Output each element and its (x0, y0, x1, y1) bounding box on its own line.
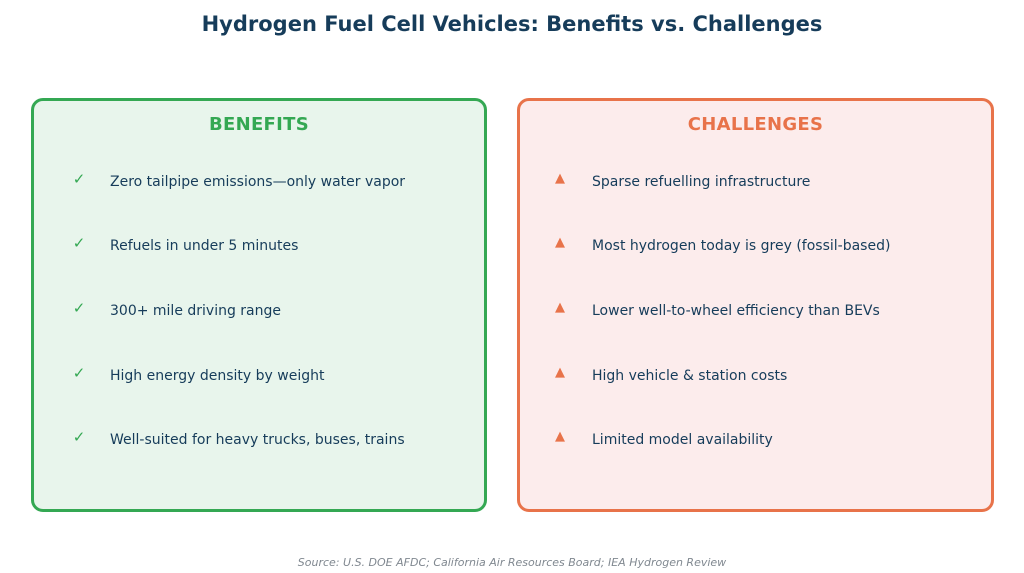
challenge-item: ▲ Sparse refuelling infrastructure (520, 169, 991, 193)
warning-triangle-icon: ▲ (555, 429, 565, 444)
benefit-label: Refuels in under 5 minutes (110, 238, 299, 254)
check-icon: ✓ (72, 234, 86, 252)
check-icon: ✓ (72, 299, 86, 317)
challenge-label: Sparse refuelling infrastructure (592, 174, 811, 190)
page-title: Hydrogen Fuel Cell Vehicles: Benefits vs… (201, 12, 823, 36)
challenge-item: ▲ Limited model availability (520, 427, 991, 451)
challenge-label: Most hydrogen today is grey (fossil-base… (592, 238, 891, 254)
warning-triangle-icon: ▲ (555, 365, 565, 380)
benefits-panel: BENEFITS ✓ Zero tailpipe emissions—only … (31, 98, 487, 512)
check-icon: ✓ (72, 364, 86, 382)
benefit-label: Well-suited for heavy trucks, buses, tra… (110, 432, 405, 448)
benefit-item: ✓ 300+ mile driving range (34, 298, 484, 322)
challenge-item: ▲ Lower well-to-wheel efficiency than BE… (520, 298, 991, 322)
challenge-item: ▲ High vehicle & station costs (520, 363, 991, 387)
benefit-item: ✓ Well-suited for heavy trucks, buses, t… (34, 427, 484, 451)
benefits-heading: BENEFITS (208, 114, 309, 135)
warning-triangle-icon: ▲ (555, 171, 565, 186)
challenge-item: ▲ Most hydrogen today is grey (fossil-ba… (520, 233, 991, 257)
benefit-label: High energy density by weight (110, 368, 325, 384)
warning-triangle-icon: ▲ (555, 300, 565, 315)
source-note: Source: U.S. DOE AFDC; California Air Re… (297, 556, 727, 569)
check-icon: ✓ (72, 170, 86, 188)
benefit-label: Zero tailpipe emissions—only water vapor (110, 174, 406, 190)
benefit-item: ✓ Zero tailpipe emissions—only water vap… (34, 169, 484, 193)
check-icon: ✓ (72, 428, 86, 446)
challenges-panel: CHALLENGES ▲ Sparse refuelling infrastru… (517, 98, 994, 512)
challenge-label: High vehicle & station costs (592, 368, 788, 384)
benefit-label: 300+ mile driving range (110, 303, 282, 319)
challenges-heading: CHALLENGES (687, 114, 824, 135)
benefit-item: ✓ Refuels in under 5 minutes (34, 233, 484, 257)
challenge-label: Lower well-to-wheel efficiency than BEVs (592, 303, 880, 319)
challenge-label: Limited model availability (592, 432, 773, 448)
warning-triangle-icon: ▲ (555, 235, 565, 250)
benefit-item: ✓ High energy density by weight (34, 363, 484, 387)
